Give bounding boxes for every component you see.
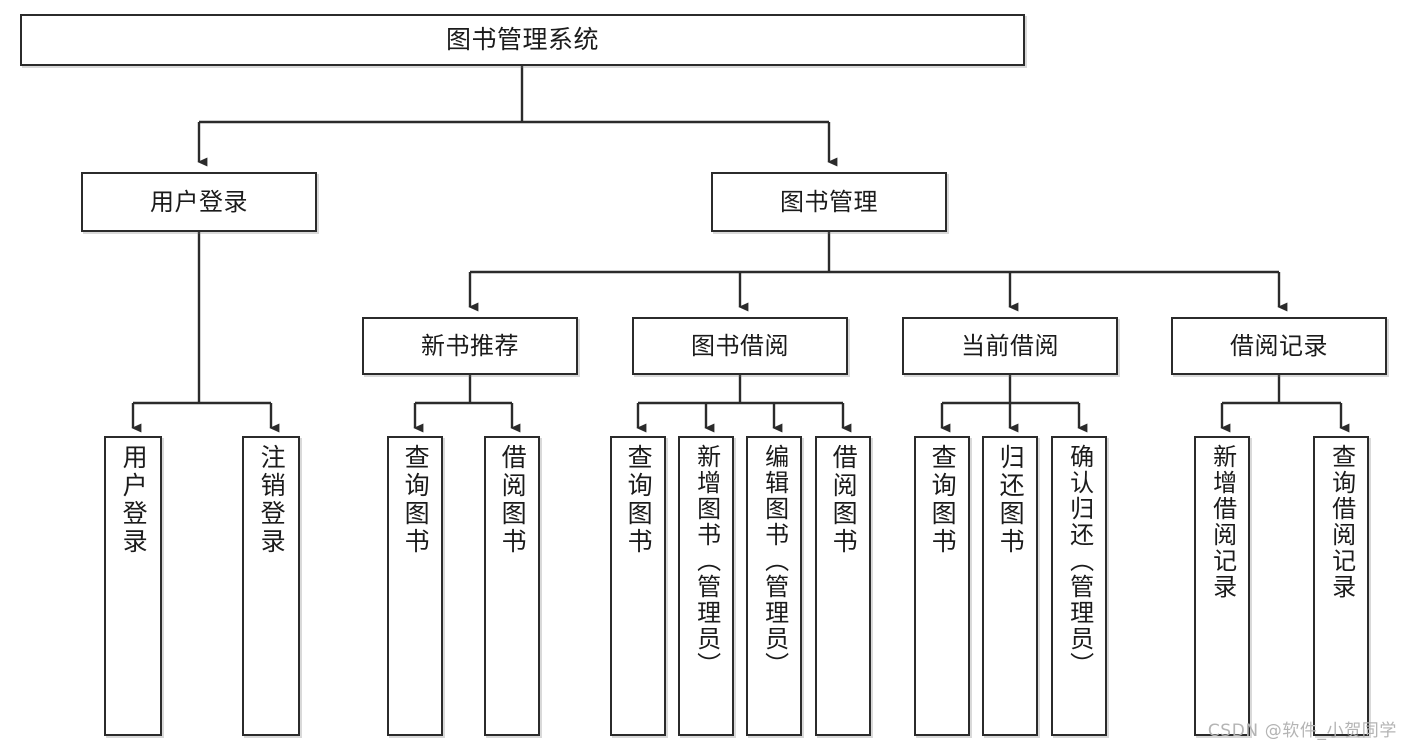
node-user-login[interactable]: 用户登录	[81, 172, 317, 232]
leaf-borrow-record-query[interactable]: 查询借阅记录	[1313, 436, 1369, 736]
node-label: 图书管理	[780, 187, 878, 216]
node-label: 编辑图书（管理员）	[760, 444, 789, 678]
leaf-book-borrow-edit[interactable]: 编辑图书（管理员）	[746, 436, 802, 736]
node-label: 确认归还（管理员）	[1065, 444, 1094, 678]
watermark: CSDN @软件_小贺同学	[1207, 721, 1397, 741]
leaf-book-borrow-add[interactable]: 新增图书（管理员）	[678, 436, 734, 736]
leaf-book-borrow-borrow[interactable]: 借阅图书	[815, 436, 871, 736]
node-label: 用户登录	[150, 187, 248, 216]
leaf-new-book-query[interactable]: 查询图书	[387, 436, 443, 736]
node-root-system[interactable]: 图书管理系统	[20, 14, 1025, 66]
node-book-management[interactable]: 图书管理	[711, 172, 947, 232]
node-label: 当前借阅	[961, 331, 1059, 360]
leaf-user-login-logout[interactable]: 注销登录	[242, 436, 300, 736]
node-book-borrow[interactable]: 图书借阅	[632, 317, 848, 375]
leaf-current-borrow-query[interactable]: 查询图书	[914, 436, 970, 736]
node-new-book-recommend[interactable]: 新书推荐	[362, 317, 578, 375]
node-label: 借阅记录	[1230, 331, 1328, 360]
node-label: 归还图书	[996, 444, 1026, 556]
node-label: 新书推荐	[421, 331, 519, 360]
leaf-user-login-login[interactable]: 用户登录	[104, 436, 162, 736]
leaf-current-borrow-confirm-return[interactable]: 确认归还（管理员）	[1051, 436, 1107, 736]
node-current-borrow[interactable]: 当前借阅	[902, 317, 1118, 375]
node-label: 图书管理系统	[445, 25, 599, 55]
node-label: 借阅图书	[498, 444, 528, 556]
leaf-book-borrow-query[interactable]: 查询图书	[610, 436, 666, 736]
leaf-new-book-borrow[interactable]: 借阅图书	[484, 436, 540, 736]
node-label: 注销登录	[257, 444, 287, 556]
node-label: 新增借阅记录	[1208, 444, 1237, 600]
node-label: 图书借阅	[691, 331, 789, 360]
node-borrow-record[interactable]: 借阅记录	[1171, 317, 1387, 375]
node-label: 借阅图书	[829, 444, 859, 556]
leaf-current-borrow-return[interactable]: 归还图书	[982, 436, 1038, 736]
leaf-borrow-record-add[interactable]: 新增借阅记录	[1194, 436, 1250, 736]
node-label: 用户登录	[119, 444, 149, 556]
node-label: 查询图书	[624, 444, 654, 556]
node-label: 查询图书	[928, 444, 958, 556]
node-label: 新增图书（管理员）	[692, 444, 721, 678]
node-label: 查询借阅记录	[1327, 444, 1356, 600]
node-label: 查询图书	[401, 444, 431, 556]
